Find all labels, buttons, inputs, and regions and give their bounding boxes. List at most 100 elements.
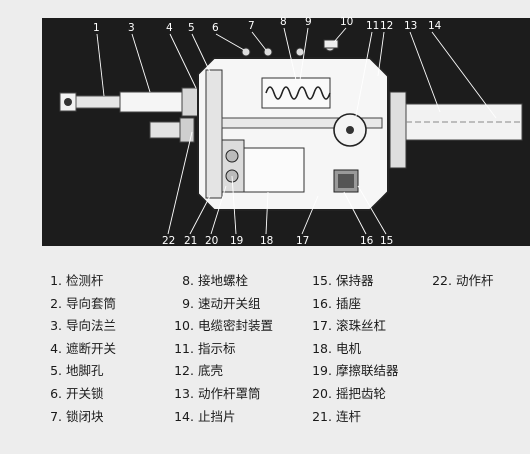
action-rod-cover: [389, 91, 523, 169]
spring-switch-group: [261, 77, 331, 109]
legend-item: 5.地脚孔: [40, 360, 116, 383]
callout-14: 14: [428, 20, 442, 32]
legend-number: 8.: [182, 273, 194, 288]
legend-label: 地脚孔: [66, 363, 104, 379]
legend-label: 滚珠丝杠: [336, 318, 387, 334]
callout-21: 21: [184, 235, 197, 247]
callout-5: 5: [188, 22, 195, 34]
callout-7: 7: [248, 20, 255, 32]
leader-lines: [96, 27, 497, 235]
legend-number: 9.: [182, 295, 194, 311]
legend-item: 12.底壳: [172, 360, 273, 383]
callout-13: 13: [404, 20, 417, 32]
legend-number: 13.: [174, 385, 194, 401]
parts-legend: 1. 检测杆 2.导向套筒 3.导向法兰 4.遮断开关 5.地脚孔 6.开关锁 7…: [40, 270, 530, 454]
legend-column-3: 15. 保持器 16.插座 17.滚珠丝杠 18.电机 19.摩擦联结器 20.摇…: [310, 270, 399, 429]
legend-item: 1. 检测杆: [40, 270, 116, 293]
legend-label: 导向法兰: [66, 318, 117, 334]
legend-item: 7.锁闭块: [40, 406, 116, 429]
legend-label: 接地螺栓: [198, 273, 249, 288]
legend-label: 动作杆: [456, 273, 494, 288]
legend-label: 保持器: [336, 273, 374, 288]
motor: [243, 147, 305, 193]
callout-17: 17: [296, 235, 309, 247]
callout-4: 4: [166, 22, 173, 34]
legend-number: 4.: [50, 340, 62, 356]
legend-label: 电缆密封装置: [198, 318, 274, 334]
legend-item: 10.电缆密封装置: [172, 315, 273, 338]
legend-item: 6.开关锁: [40, 383, 116, 406]
callout-12: 12: [380, 20, 393, 32]
legend-label: 底壳: [198, 363, 224, 379]
legend-item: 8. 接地螺栓: [172, 270, 273, 293]
callout-1: 1: [93, 22, 100, 34]
legend-number: 3.: [50, 318, 62, 334]
legend-number: 21.: [312, 408, 332, 424]
callout-10: 10: [340, 16, 353, 28]
legend-column-1: 1. 检测杆 2.导向套筒 3.导向法兰 4.遮断开关 5.地脚孔 6.开关锁 7…: [40, 270, 116, 428]
legend-item: 18.电机: [310, 338, 399, 361]
legend-number: 1.: [50, 273, 62, 288]
legend-item: 13.动作杆罩筒: [172, 383, 273, 406]
callout-6: 6: [212, 22, 219, 34]
legend-label: 电机: [336, 340, 362, 356]
callout-3: 3: [128, 22, 135, 34]
legend-number: 17.: [312, 318, 332, 334]
callout-9: 9: [305, 16, 312, 28]
legend-label: 插座: [336, 295, 362, 311]
legend-number: 12.: [174, 363, 194, 379]
legend-item: 21.连杆: [310, 406, 399, 429]
legend-label: 动作杆罩筒: [198, 385, 261, 401]
callout-18: 18: [260, 235, 273, 247]
legend-label: 遮断开关: [66, 340, 117, 356]
callout-20: 20: [205, 235, 218, 247]
legend-label: 摩擦联结器: [336, 363, 399, 379]
legend-label: 检测杆: [66, 273, 104, 288]
callout-8: 8: [280, 16, 287, 28]
legend-item: 3.导向法兰: [40, 315, 116, 338]
legend-number: 2.: [50, 295, 62, 311]
legend-item: 11.指示标: [172, 338, 273, 361]
callout-15: 15: [380, 235, 393, 247]
legend-number: 16.: [312, 295, 332, 311]
legend-item: 14.止挡片: [172, 406, 273, 429]
legend-label: 导向套筒: [66, 295, 117, 311]
legend-label: 指示标: [198, 340, 236, 356]
detection-rod: [59, 87, 199, 117]
callout-22: 22: [162, 235, 175, 247]
legend-number: 5.: [50, 363, 62, 379]
legend-column-2: 8. 接地螺栓 9.速动开关组 10.电缆密封装置 11.指示标 12.底壳 13…: [172, 270, 273, 428]
legend-label: 开关锁: [66, 385, 104, 401]
legend-column-4: 22. 动作杆: [430, 270, 494, 293]
legend-item: 17.滚珠丝杠: [310, 315, 399, 338]
legend-label: 速动开关组: [198, 295, 261, 311]
callout-numbers: 1 3 4 5 6 7 8 9 10 11 12 13 14 22 21 20 …: [93, 16, 442, 247]
legend-number: 19.: [312, 363, 332, 379]
legend-number: 22.: [432, 273, 452, 288]
legend-item: 2.导向套筒: [40, 293, 116, 316]
switch-machine-diagram: 1 3 4 5 6 7 8 9 10 11 12 13 14 22 21 20 …: [42, 16, 530, 247]
legend-item: 22. 动作杆: [430, 270, 494, 293]
legend-item: 15. 保持器: [310, 270, 399, 293]
callout-11: 11: [366, 20, 379, 32]
legend-number: 11.: [174, 340, 194, 356]
legend-item: 19.摩擦联结器: [310, 360, 399, 383]
legend-number: 14.: [174, 408, 194, 424]
legend-label: 摇把齿轮: [336, 385, 387, 401]
legend-number: 6.: [50, 385, 62, 401]
legend-number: 7.: [50, 408, 62, 424]
legend-label: 止挡片: [198, 408, 236, 424]
callout-19: 19: [230, 235, 243, 247]
action-rod-left: [149, 117, 195, 143]
legend-number: 10.: [174, 318, 194, 334]
legend-label: 连杆: [336, 408, 362, 424]
legend-item: 4.遮断开关: [40, 338, 116, 361]
legend-item: 9.速动开关组: [172, 293, 273, 316]
callout-16: 16: [360, 235, 374, 247]
legend-number: 15.: [312, 273, 332, 288]
legend-label: 锁闭块: [66, 408, 104, 424]
legend-number: 18.: [312, 340, 332, 356]
legend-item: 20.摇把齿轮: [310, 383, 399, 406]
legend-number: 20.: [312, 385, 332, 401]
